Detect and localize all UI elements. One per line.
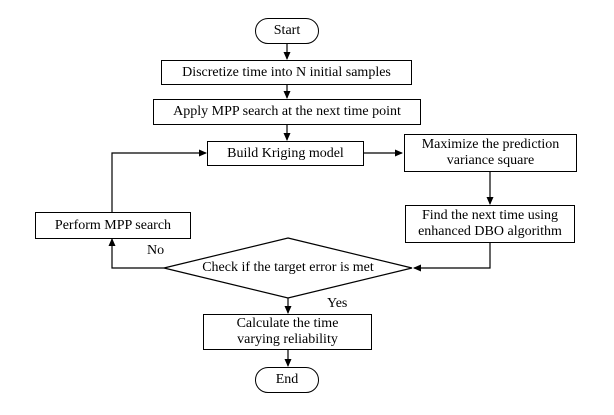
end-label: End bbox=[275, 372, 299, 387]
start-label: Start bbox=[273, 23, 301, 38]
perform-mpp-step: Perform MPP search bbox=[35, 212, 191, 239]
start-node: Start bbox=[255, 18, 319, 44]
yes-branch-label: Yes bbox=[327, 296, 348, 311]
build-kriging-step: Build Kriging model bbox=[207, 141, 364, 166]
find-next-time-step: Find the next time using enhanced DBO al… bbox=[405, 205, 575, 243]
arrow-perform-to-kriging bbox=[111, 149, 207, 212]
find-label-line2: enhanced DBO algorithm bbox=[418, 224, 562, 239]
maximize-variance-step: Maximize the prediction variance square bbox=[404, 134, 577, 172]
calculate-label-line2: varying reliability bbox=[237, 332, 338, 347]
discretize-label: Discretize time into N initial samples bbox=[182, 64, 391, 80]
maximize-label-line2: variance square bbox=[446, 153, 535, 168]
maximize-label-line1: Maximize the prediction bbox=[421, 137, 560, 152]
calculate-label-line1: Calculate the time bbox=[236, 316, 339, 331]
check-error-decision: Check if the target error is met bbox=[180, 258, 396, 278]
no-branch-label: No bbox=[147, 243, 165, 258]
perform-mpp-label: Perform MPP search bbox=[54, 217, 172, 233]
check-error-label: Check if the target error is met bbox=[202, 260, 374, 275]
apply-mpp-step: Apply MPP search at the next time point bbox=[153, 99, 421, 125]
find-label-line1: Find the next time using bbox=[421, 208, 559, 223]
apply-mpp-label: Apply MPP search at the next time point bbox=[173, 104, 401, 119]
calculate-reliability-step: Calculate the time varying reliability bbox=[203, 314, 372, 350]
arrow-decision-to-perform bbox=[108, 238, 164, 269]
end-node: End bbox=[255, 367, 319, 393]
arrow-find-to-decision bbox=[413, 243, 491, 272]
discretize-step: Discretize time into N initial samples bbox=[161, 60, 412, 85]
build-kriging-label: Build Kriging model bbox=[227, 145, 344, 161]
